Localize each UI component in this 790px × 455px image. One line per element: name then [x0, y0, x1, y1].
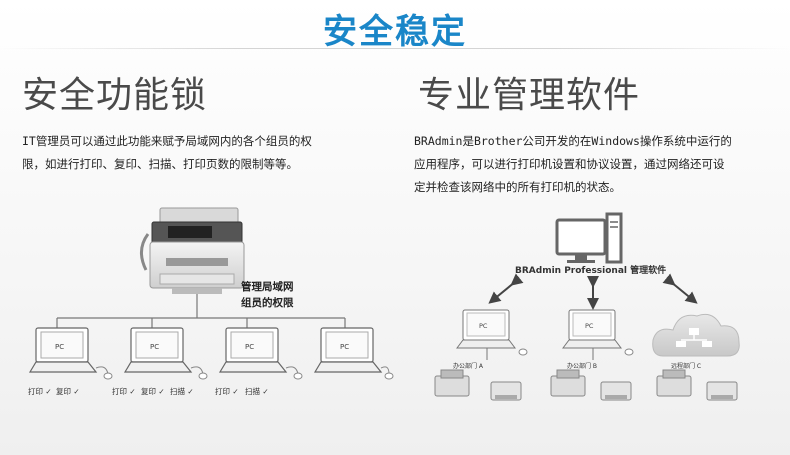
- pc1-perm-1: 打印 ✓: [28, 386, 52, 396]
- callout-line-2: 组员的权限: [241, 296, 294, 309]
- callout-line-1: 管理局域网: [241, 280, 294, 293]
- dept-b-label: 办公部门 B: [567, 362, 597, 370]
- pc1-perm-2: 复印 ✓: [56, 386, 80, 396]
- network-lines: [56, 294, 346, 328]
- dept-b-pc-label: PC: [585, 322, 594, 330]
- pc3-perm-1: 打印 ✓: [215, 386, 239, 396]
- laptop-icon-4: PC: [313, 327, 394, 380]
- printer-icon-a2: [490, 381, 522, 401]
- printer-icon-b1: [550, 369, 586, 397]
- laptop-3-label: PC: [245, 343, 254, 351]
- laptop-icon-2: PC: [123, 327, 208, 380]
- right-desc-line-2: 应用程序，可以进行打印机设置和协议设置，通过网络还可设: [414, 157, 725, 171]
- pc3-perm-2: 扫描 ✓: [245, 386, 269, 396]
- printer-icon-c2: [706, 381, 738, 401]
- left-section-title: 安全功能锁: [22, 75, 208, 116]
- left-description: IT管理员可以通过此功能来赋予局域网内的各个组员的权 限，如进行打印、复印、扫描…: [22, 130, 312, 176]
- cloud-icon: [652, 313, 740, 357]
- dept-a-label: 办公部门 A: [453, 362, 484, 370]
- page-title: 安全稳定: [323, 12, 467, 52]
- dept-c-label: 远程部门 C: [671, 362, 701, 370]
- server-computer-icon: [555, 212, 623, 264]
- security-lock-diagram: 管理局域网 组员的权限 PC 打印 ✓ 复印 ✓ PC 打印 ✓ 复印 ✓ 扫描…: [28, 207, 394, 396]
- right-desc-line-3: 定并检查该网络中的所有打印机的状态。: [414, 180, 621, 194]
- right-section-title: 专业管理软件: [418, 75, 641, 116]
- mfc-printer-icon: [140, 207, 245, 294]
- pc2-perm-3: 扫描 ✓: [170, 386, 194, 396]
- laptop-icon-dept-a: PC: [456, 309, 528, 356]
- printer-icon-a1: [434, 369, 470, 397]
- left-desc-line-1: IT管理员可以通过此功能来赋予局域网内的各个组员的权: [22, 134, 312, 148]
- laptop-2-label: PC: [150, 343, 159, 351]
- pc2-perm-1: 打印 ✓: [112, 386, 136, 396]
- left-desc-line-2: 限，如进行打印、复印、扫描、打印页数的限制等等。: [22, 157, 298, 171]
- dept-a-pc-label: PC: [479, 322, 488, 330]
- connection-arrows: [488, 273, 698, 310]
- right-desc-line-1: BRAdmin是Brother公司开发的在Windows操作系统中运行的: [414, 134, 732, 148]
- pc2-perm-2: 复印 ✓: [141, 386, 165, 396]
- title-divider: [0, 48, 790, 49]
- laptop-4-label: PC: [340, 343, 349, 351]
- bradmin-diagram: BRAdmin Professional 管理软件 PC 办公部门 A PC: [434, 212, 740, 401]
- laptop-icon-3: PC: [218, 327, 303, 380]
- printer-icon-c1: [656, 369, 692, 397]
- laptop-1-label: PC: [55, 343, 64, 351]
- laptop-icon-dept-b: PC: [562, 309, 634, 356]
- laptop-icon-1: PC: [28, 327, 113, 380]
- printer-icon-b2: [600, 381, 632, 401]
- software-label: BRAdmin Professional 管理软件: [515, 264, 666, 276]
- right-description: BRAdmin是Brother公司开发的在Windows操作系统中运行的 应用程…: [414, 130, 732, 199]
